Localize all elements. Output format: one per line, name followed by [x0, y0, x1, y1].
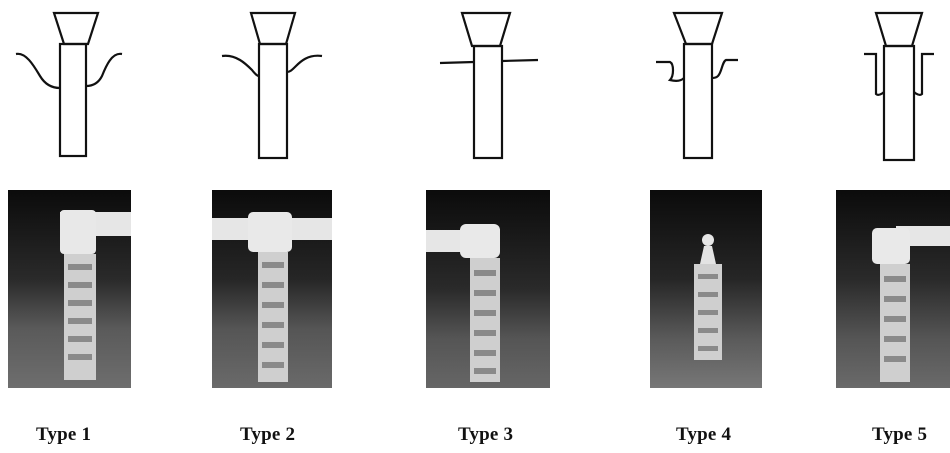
- funnel-cap: [674, 13, 722, 44]
- gingiva-right: [502, 60, 538, 61]
- type-2-label: Type 2: [240, 424, 295, 446]
- gingiva-right: [914, 54, 934, 95]
- gingiva-left: [222, 56, 259, 76]
- implant-post: [884, 46, 914, 160]
- gingiva-right: [287, 56, 322, 72]
- type-4-radiograph: [650, 190, 762, 388]
- type-3-label: Type 3: [458, 424, 513, 446]
- type-1-label: Type 1: [36, 424, 91, 446]
- type-4-schematic: [640, 8, 770, 168]
- type-5-schematic: [830, 8, 950, 168]
- type-5-radiograph: [836, 190, 950, 388]
- type-1-column: Type 1: [0, 0, 140, 453]
- type-5-label: Type 5: [872, 424, 927, 446]
- funnel-cap: [251, 13, 295, 44]
- implant-post: [259, 44, 287, 158]
- gingiva-right: [86, 54, 122, 86]
- type-4-column: Type 4: [640, 0, 770, 453]
- gingiva-left: [656, 62, 684, 81]
- type-2-column: Type 2: [200, 0, 350, 453]
- gingiva-left: [864, 54, 884, 95]
- type-2-radiograph: [212, 190, 332, 388]
- funnel-cap: [54, 13, 98, 44]
- gingiva-left: [16, 54, 60, 88]
- gingiva-left: [440, 62, 474, 63]
- type-4-label: Type 4: [676, 424, 731, 446]
- funnel-cap: [876, 13, 922, 46]
- type-5-column: Type 5: [830, 0, 950, 453]
- type-3-column: Type 3: [420, 0, 560, 453]
- funnel-cap: [462, 13, 510, 46]
- type-1-schematic: [0, 8, 140, 168]
- type-3-schematic: [420, 8, 560, 168]
- implant-post: [60, 44, 86, 156]
- type-1-radiograph: [8, 190, 131, 388]
- type-2-schematic: [200, 8, 350, 168]
- gingiva-right: [712, 60, 738, 78]
- implant-post: [684, 44, 712, 158]
- type-3-radiograph: [426, 190, 550, 388]
- implant-post: [474, 46, 502, 158]
